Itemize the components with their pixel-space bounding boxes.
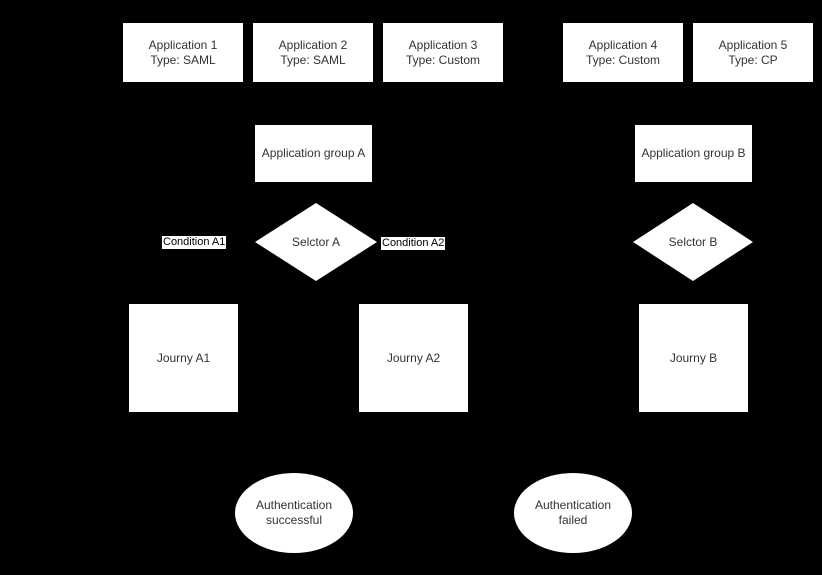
application-name: Application 4 xyxy=(588,37,658,52)
outcome-line1: Authentication xyxy=(255,498,333,512)
application-name: Application 2 xyxy=(278,37,348,52)
outcome-line2: failed xyxy=(558,513,588,527)
journey-a2-node: Journy A2 xyxy=(359,304,468,412)
group-label: Application group B xyxy=(641,146,746,160)
application-type: Type: Custom xyxy=(405,52,481,67)
journey-a1-node: Journy A1 xyxy=(129,304,238,412)
application-name: Application 3 xyxy=(408,37,478,52)
application-type: Type: Custom xyxy=(585,52,661,67)
application-4-node: Application 4 Type: Custom xyxy=(563,23,683,82)
condition-a2-label: Condition A2 xyxy=(381,237,446,250)
application-group-b-node: Application group B xyxy=(635,125,752,182)
application-1-node: Application 1 Type: SAML xyxy=(123,23,243,82)
journey-label: Journy A2 xyxy=(386,350,441,365)
application-5-node: Application 5 Type: CP xyxy=(693,23,813,82)
selector-label: Selctor A xyxy=(291,235,341,249)
selector-label: Selctor B xyxy=(668,235,718,249)
selector-a-decision: Selctor A xyxy=(255,203,377,281)
application-3-node: Application 3 Type: Custom xyxy=(383,23,503,82)
application-group-a-node: Application group A xyxy=(255,125,372,182)
application-type: Type: SAML xyxy=(150,52,216,67)
outcome-line1: Authentication xyxy=(534,498,612,512)
group-label: Application group A xyxy=(261,146,366,160)
journey-b-node: Journy B xyxy=(639,304,748,412)
application-type: Type: SAML xyxy=(280,52,346,67)
authentication-successful-node: Authentication successful xyxy=(235,473,353,553)
application-type: Type: CP xyxy=(728,52,778,67)
application-2-node: Application 2 Type: SAML xyxy=(253,23,373,82)
application-name: Application 5 xyxy=(718,37,788,52)
outcome-line2: successful xyxy=(265,513,323,527)
authentication-failed-node: Authentication failed xyxy=(514,473,632,553)
condition-a1-label: Condition A1 xyxy=(162,236,227,249)
application-name: Application 1 xyxy=(148,37,218,52)
journey-label: Journy B xyxy=(669,350,718,365)
journey-label: Journy A1 xyxy=(156,350,211,365)
selector-b-decision: Selctor B xyxy=(633,203,753,281)
